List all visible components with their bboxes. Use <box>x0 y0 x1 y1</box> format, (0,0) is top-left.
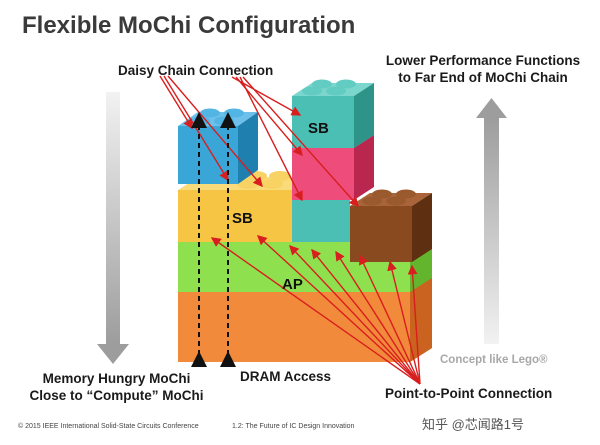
point-to-point-arrows <box>210 235 421 385</box>
watermark: 知乎 @芯闻路1号 <box>422 417 525 432</box>
lower-performance-line-2: to Far End of MoChi Chain <box>398 70 568 85</box>
daisy-chain-arrows <box>159 75 359 208</box>
memory-hungry-line-1: Memory Hungry MoChi <box>42 371 191 386</box>
lower-performance-line-1: Lower Performance Functions <box>385 53 581 68</box>
concept-lego-label: Concept like Lego® <box>440 354 548 366</box>
brick-label-sb-middle: SB <box>232 210 253 227</box>
dram-access-label: DRAM Access <box>240 369 332 384</box>
teal-brick-sb <box>292 79 374 148</box>
daisy-chain-label: Daisy Chain Connection <box>118 63 274 78</box>
brick-label-ap: AP <box>282 276 303 293</box>
memory-hungry-label: Memory Hungry MoChi Close to “Compute” M… <box>14 370 219 404</box>
up-arrow-right <box>476 98 507 344</box>
point-to-point-label: Point-to-Point Connection <box>385 386 553 401</box>
footer-copyright: © 2015 IEEE International Solid-State Ci… <box>18 423 199 430</box>
brown-brick <box>350 189 432 262</box>
footer-session: 1.2: The Future of IC Design Innovation <box>232 423 355 430</box>
brick-label-sb-upper: SB <box>308 120 329 137</box>
down-arrow-left <box>97 92 129 364</box>
dram-access-arrows <box>191 112 236 367</box>
memory-hungry-line-2: Close to “Compute” MoChi <box>29 388 204 403</box>
slide-title: Flexible MoChi Configuration <box>22 12 356 39</box>
blue-brick <box>178 108 258 184</box>
lower-performance-label: Lower Performance Functions to Far End o… <box>378 52 588 86</box>
